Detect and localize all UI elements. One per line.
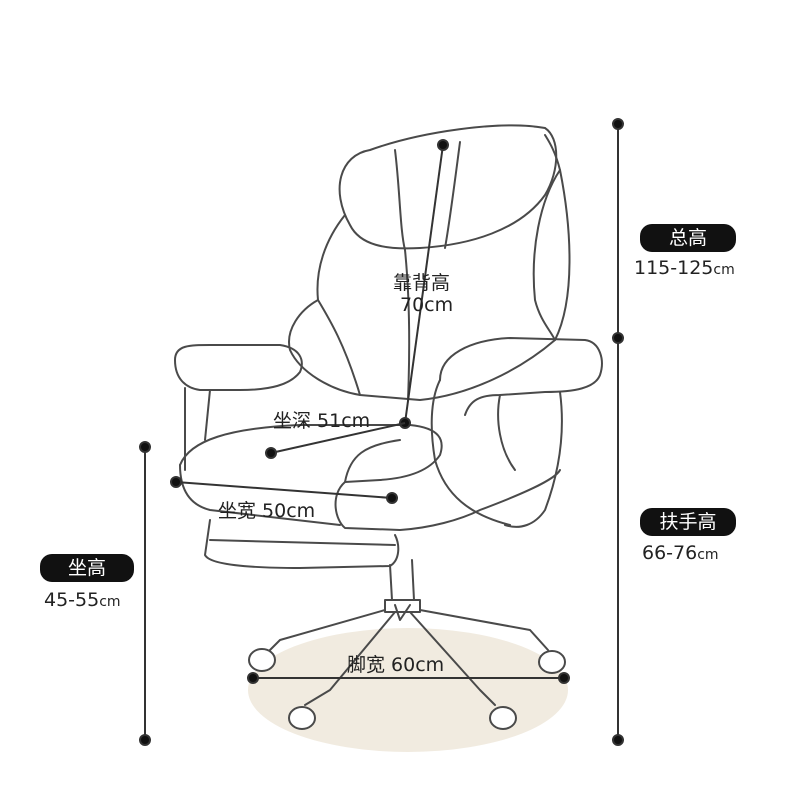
- seat-depth-front-dot: [265, 447, 277, 459]
- floor-dot-left: [139, 734, 151, 746]
- armrest-height-number: 66-76: [642, 542, 698, 564]
- chair-outline: [174, 124, 603, 706]
- base-width-right-dot: [558, 672, 570, 684]
- right-arm: [439, 337, 603, 416]
- seat-width-label: 坐宽 50cm: [218, 500, 316, 522]
- seat-height-value: 45-55cm: [44, 589, 121, 611]
- seat-height-number: 45-55: [44, 589, 100, 611]
- seat-cushion: [179, 424, 561, 531]
- base-width-label: 脚宽 60cm: [347, 654, 445, 676]
- armrest-height-value: 66-76cm: [642, 542, 719, 564]
- total-height-top-dot: [612, 118, 624, 130]
- seat-width-left-dot: [170, 476, 182, 488]
- seat-height-top-dot: [139, 441, 151, 453]
- total-height-unit: cm: [713, 262, 735, 278]
- seat-depth-label: 坐深 51cm: [273, 410, 371, 432]
- casters: [248, 648, 566, 730]
- base-width-left-dot: [247, 672, 259, 684]
- floor-shadow: [248, 628, 568, 752]
- gas-lift: [389, 559, 415, 601]
- total-height-number: 115-125: [634, 257, 714, 279]
- seat-height-label: 坐高: [40, 554, 134, 582]
- total-height-value: 115-125cm: [634, 257, 735, 279]
- floor-dot-right: [612, 734, 624, 746]
- footrest: [204, 519, 400, 569]
- headrest: [338, 124, 558, 250]
- backrest-height-label: 靠背高: [393, 272, 451, 294]
- seat-width-right-dot: [386, 492, 398, 504]
- armrest-height-top-dot: [612, 332, 624, 344]
- left-arm: [174, 344, 303, 391]
- backrest-top-dot: [437, 139, 449, 151]
- armrest-height-unit: cm: [697, 547, 719, 563]
- seat-height-unit: cm: [99, 594, 121, 610]
- measurement-lines: [139, 118, 624, 746]
- armrest-height-label: 扶手高: [640, 508, 736, 536]
- backrest-height-value: 70cm: [400, 294, 454, 316]
- total-height-label: 总高: [640, 224, 736, 252]
- base-legs: [264, 609, 386, 656]
